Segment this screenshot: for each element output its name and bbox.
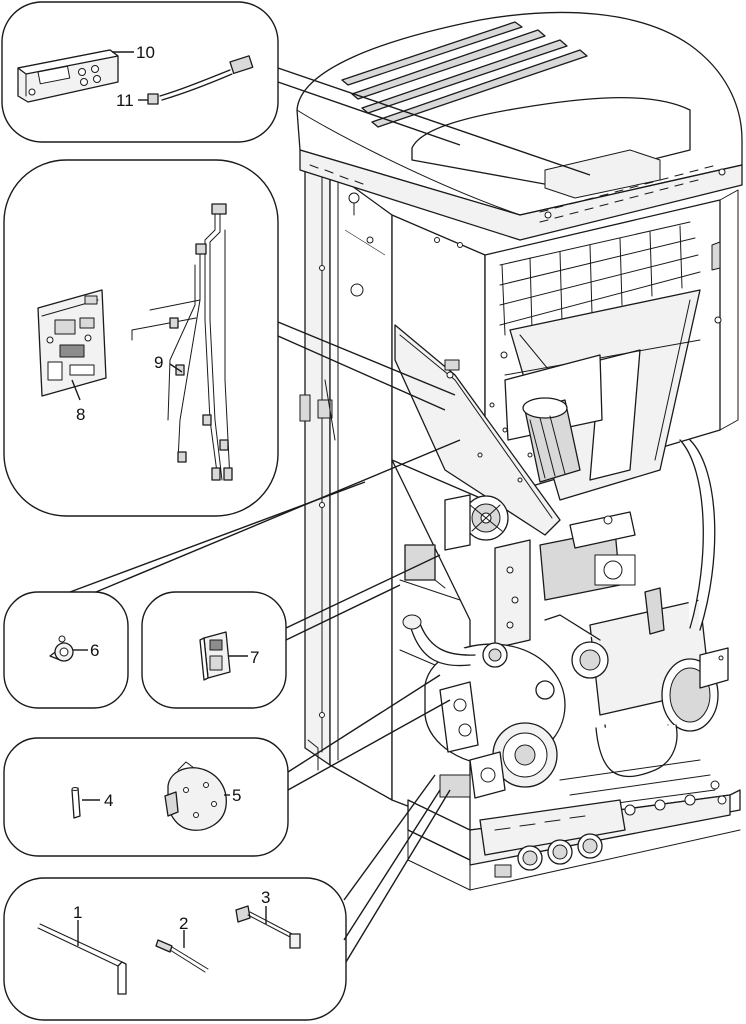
exhaust-pipe — [571, 599, 729, 732]
right-hose — [644, 439, 716, 635]
probe-sensor-part — [71, 787, 81, 819]
circulation-pump — [424, 642, 566, 799]
temperature-probe-part — [155, 939, 209, 973]
limit-sensor-part — [235, 905, 301, 949]
safety-thermostat-part — [49, 635, 74, 662]
callout-bubble-control-board: 8 9 — [3, 159, 279, 517]
control-board-plate — [394, 324, 561, 536]
callout-bubble-pressure-switch: 4 5 — [3, 737, 289, 857]
callout-6: 6 — [90, 641, 99, 660]
combustion-fan — [444, 494, 509, 551]
pressure-switch-part — [164, 761, 227, 831]
callout-9: 9 — [154, 353, 163, 372]
wire-grate — [499, 221, 701, 336]
connector-plate — [439, 774, 626, 878]
callout-bubble-display-panel: 10 11 — [1, 1, 279, 143]
assembly-leader-lines — [69, 67, 591, 963]
callout-1: 1 — [73, 903, 82, 922]
callout-bubble-thermostat: 6 — [3, 591, 129, 709]
front-vent-grille — [309, 164, 726, 223]
callout-11: 11 — [116, 91, 134, 110]
boiler-unit — [296, 11, 743, 891]
heating-rod-part — [37, 923, 127, 995]
callout-8: 8 — [76, 405, 85, 424]
callout-4: 4 — [104, 791, 113, 810]
top-cover — [296, 11, 743, 241]
wiring-harness-part — [131, 203, 233, 481]
auger-motor — [522, 397, 581, 483]
callout-2: 2 — [179, 914, 188, 933]
left-side-panel — [299, 149, 393, 801]
water-pipes — [402, 614, 678, 778]
igniter-assembly — [494, 511, 636, 649]
callout-5: 5 — [232, 786, 241, 805]
callout-3: 3 — [261, 888, 270, 907]
display-control-panel-part — [17, 49, 119, 103]
callout-10: 10 — [136, 43, 155, 62]
callout-bubble-probes: 1 2 3 — [3, 877, 347, 1021]
power-switch-part — [199, 631, 231, 681]
display-cable-part — [147, 55, 254, 105]
control-board-part — [37, 289, 107, 397]
callout-bubble-power-switch: 7 — [141, 591, 287, 709]
callout-7: 7 — [250, 648, 259, 667]
